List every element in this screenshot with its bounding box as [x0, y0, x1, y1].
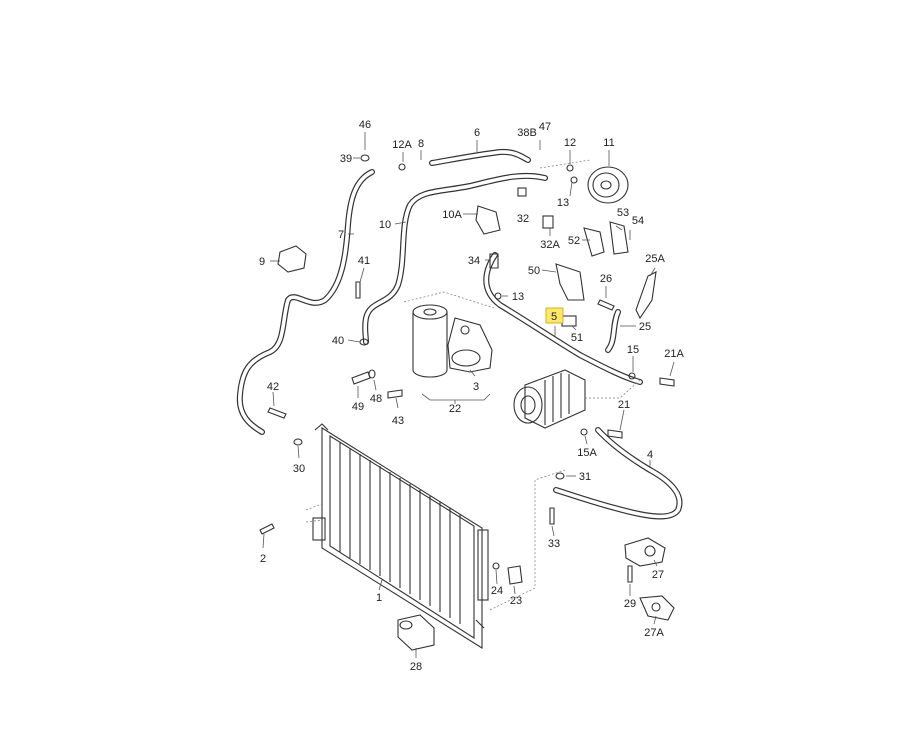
label-41[interactable]: 41: [358, 255, 370, 267]
label-26[interactable]: 26: [600, 273, 612, 285]
label-13a[interactable]: 13: [557, 197, 569, 209]
label-12A[interactable]: 12A: [392, 139, 412, 151]
bracket-10A[interactable]: [475, 205, 501, 235]
hose-4[interactable]: [553, 427, 683, 520]
label-43[interactable]: 43: [392, 415, 404, 427]
seal-30[interactable]: [293, 438, 303, 446]
label-15A[interactable]: 15A: [577, 447, 597, 459]
bolt-29[interactable]: [627, 565, 633, 583]
cap-32[interactable]: [517, 187, 527, 197]
label-50[interactable]: 50: [528, 265, 540, 277]
compressor[interactable]: [513, 369, 586, 429]
label-2[interactable]: 2: [260, 553, 266, 565]
seal-15A[interactable]: [580, 428, 588, 436]
label-32A[interactable]: 32A: [540, 239, 560, 251]
label-1[interactable]: 1: [376, 592, 382, 604]
bolt-33[interactable]: [549, 507, 555, 525]
valve-23[interactable]: [507, 565, 523, 585]
label-23[interactable]: 23: [510, 595, 522, 607]
label-49[interactable]: 49: [352, 401, 364, 413]
bolt-26[interactable]: [597, 299, 615, 311]
bracket-9[interactable]: [277, 245, 307, 273]
pipe-5[interactable]: [483, 252, 643, 385]
pipe-25[interactable]: [605, 309, 621, 353]
bracket-50[interactable]: [555, 263, 585, 301]
label-51[interactable]: 51: [571, 332, 583, 344]
bracket-52[interactable]: [583, 227, 605, 257]
bracket-53[interactable]: [609, 221, 629, 255]
label-34[interactable]: 34: [468, 255, 480, 267]
pressure-switch[interactable]: [397, 614, 435, 651]
label-5[interactable]: 5: [551, 311, 557, 323]
bolt-41[interactable]: [355, 281, 361, 299]
bolt-42[interactable]: [267, 407, 287, 419]
hose-7[interactable]: [236, 169, 375, 435]
seal-12[interactable]: [566, 164, 574, 172]
label-21A[interactable]: 21A: [664, 348, 684, 360]
valve-51[interactable]: [561, 315, 577, 327]
hose-10[interactable]: [362, 172, 548, 345]
label-3[interactable]: 3: [473, 381, 479, 393]
label-12[interactable]: 12: [564, 137, 576, 149]
dryer-bracket[interactable]: [447, 317, 493, 373]
hose-6[interactable]: [429, 148, 531, 166]
label-6[interactable]: 6: [474, 127, 480, 139]
label-11[interactable]: 11: [603, 137, 614, 149]
seal-48[interactable]: [368, 369, 376, 379]
seal-39[interactable]: [360, 154, 370, 162]
label-29[interactable]: 29: [624, 598, 636, 610]
label-53[interactable]: 53: [617, 207, 629, 219]
seal-12A[interactable]: [398, 163, 406, 171]
label-8[interactable]: 8: [418, 138, 424, 150]
label-33[interactable]: 33: [548, 538, 560, 550]
label-27A[interactable]: 27A: [644, 627, 664, 639]
label-24[interactable]: 24: [491, 585, 503, 597]
highlight-5: [545, 307, 564, 324]
label-13b[interactable]: 13: [512, 291, 524, 303]
label-54[interactable]: 54: [632, 215, 644, 227]
receiver-dryer[interactable]: [412, 304, 448, 378]
clamp-27[interactable]: [624, 537, 666, 567]
label-40[interactable]: 40: [332, 335, 344, 347]
label-48[interactable]: 48: [370, 393, 382, 405]
bolt-49[interactable]: [351, 371, 371, 385]
seal-31[interactable]: [555, 472, 565, 480]
bolt-2[interactable]: [259, 523, 275, 535]
label-46[interactable]: 46: [359, 119, 371, 131]
condenser[interactable]: [312, 423, 489, 649]
label-27[interactable]: 27: [652, 569, 664, 581]
label-25A[interactable]: 25A: [645, 253, 665, 265]
clutch-pulley[interactable]: [587, 166, 629, 204]
label-39[interactable]: 39: [340, 153, 352, 165]
label-4[interactable]: 4: [647, 449, 653, 461]
bolt-21[interactable]: [607, 429, 623, 439]
bolt-43[interactable]: [387, 389, 403, 399]
label-9[interactable]: 9: [259, 256, 265, 268]
bolt-34[interactable]: [489, 253, 499, 269]
seal-15[interactable]: [628, 372, 636, 380]
clamp-27A[interactable]: [639, 595, 675, 621]
label-10[interactable]: 10: [379, 219, 391, 231]
label-22[interactable]: 22: [449, 403, 461, 415]
bracket-25A[interactable]: [635, 271, 657, 320]
label-38B[interactable]: 38B: [517, 127, 537, 139]
label-10A[interactable]: 10A: [442, 209, 462, 221]
seal-13b[interactable]: [494, 292, 502, 300]
bolt-21A[interactable]: [659, 377, 675, 387]
label-42[interactable]: 42: [267, 381, 279, 393]
label-31[interactable]: 31: [579, 471, 591, 483]
cap-32A[interactable]: [542, 215, 554, 229]
label-47[interactable]: 47: [539, 121, 551, 133]
label-30[interactable]: 30: [293, 463, 305, 475]
label-28[interactable]: 28: [410, 661, 422, 673]
label-21[interactable]: 21: [618, 399, 630, 411]
seal-13a[interactable]: [570, 176, 578, 184]
label-15[interactable]: 15: [627, 344, 639, 356]
label-7[interactable]: 7: [338, 229, 344, 241]
label-32[interactable]: 32: [517, 213, 529, 225]
label-25[interactable]: 25: [639, 321, 651, 333]
label-52[interactable]: 52: [568, 235, 580, 247]
seal-24[interactable]: [492, 562, 500, 570]
